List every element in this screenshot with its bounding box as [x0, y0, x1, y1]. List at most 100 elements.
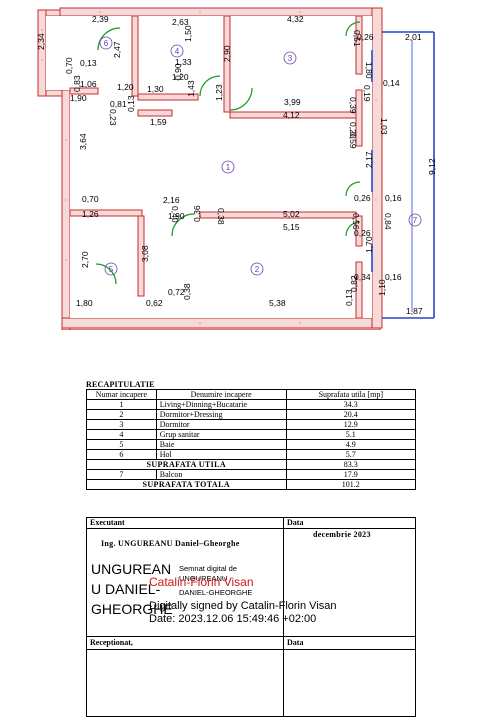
- dimension-label: 0,26: [357, 32, 374, 42]
- cell-num: 6: [86, 449, 157, 460]
- dimension-label: 0,34: [354, 272, 371, 282]
- cell-num: 3: [86, 419, 157, 430]
- sig-line-1: UNGUREAN: [91, 561, 172, 577]
- room-marker-5: [104, 262, 118, 276]
- sb-divider-vertical: [283, 518, 284, 716]
- cell-area: 12.9: [285, 419, 417, 430]
- dimension-label: 0,70: [64, 57, 74, 74]
- wall-right-inner3: [355, 215, 363, 247]
- dimension-label: 0,26: [354, 193, 371, 203]
- util-label: SUPRAFATA UTILA: [86, 459, 287, 470]
- dimension-label: 5,15: [283, 222, 300, 232]
- dimension-label: 0,14: [383, 78, 400, 88]
- util-row: SUPRAFATA UTILA 83.3: [86, 459, 417, 470]
- sig-small-1: Semnat digital de: [179, 564, 237, 573]
- cell-area: 20.4: [285, 409, 417, 420]
- sig-red-name: Catalin-Florin Visan: [149, 575, 254, 589]
- dimension-label: 0,51: [352, 30, 362, 47]
- room-marker-6: [99, 36, 113, 50]
- dimension-label: 0,36: [192, 205, 202, 222]
- doors: [95, 21, 361, 285]
- dimension-label: 5,38: [269, 298, 286, 308]
- dimension-label: 2,39: [92, 14, 109, 24]
- dimension-label: 0,19: [362, 85, 372, 102]
- balcon-name: Balcon: [155, 469, 287, 480]
- dimension-label: 0,70: [82, 194, 99, 204]
- room-marker-7: [408, 213, 422, 227]
- sig-line-2: U DANIEL-: [91, 581, 161, 597]
- dimension-label: 1,43: [186, 80, 196, 97]
- total-value: 101.2: [285, 479, 417, 490]
- dimension-label: 2,34: [36, 33, 46, 50]
- dimension-label: 3,64: [78, 133, 88, 150]
- dimension-label: 0,13: [344, 289, 354, 306]
- dimension-label: 5,02: [283, 209, 300, 219]
- header-name: Denumire incapere: [155, 389, 287, 400]
- room-number: 6: [104, 39, 109, 48]
- sig-digital-line-2: Date: 2023.12.06 15:49:46 +02:00: [149, 613, 317, 625]
- room-marker-3: [283, 51, 297, 65]
- dimension-label: 0,26: [354, 228, 371, 238]
- dimension-label: 0,62: [146, 298, 163, 308]
- dimension-label: 0,13: [126, 95, 136, 112]
- dimension-label: 1,80: [364, 62, 374, 79]
- dimension-label: 1,10: [377, 279, 387, 296]
- door-bedroom2: [345, 221, 361, 237]
- wall-hol-gs: [131, 15, 139, 97]
- data-label-2: Data: [287, 638, 304, 647]
- dimension-label: 1,90: [70, 93, 87, 103]
- data-label: Data: [287, 518, 304, 527]
- windows: [371, 31, 435, 319]
- stipple: [41, 11, 377, 324]
- total-row: SUPRAFATA TOTALA 101.2: [86, 479, 417, 490]
- engineer-name: Ing. UNGUREANU Daniel–Gheorghe: [101, 539, 240, 548]
- dimension-label: 4,32: [287, 14, 304, 24]
- util-value: 83.3: [285, 459, 417, 470]
- cell-area: 34.3: [285, 399, 417, 410]
- dimension-label: 1,87: [406, 306, 423, 316]
- door-hol: [97, 27, 121, 51]
- dimension-label: 1,90: [168, 211, 185, 221]
- wall-bath-right: [137, 215, 145, 297]
- door-gs: [199, 75, 221, 97]
- dimension-label: 2,90: [222, 45, 232, 62]
- wall-gs-dorm: [223, 15, 231, 113]
- wall-mid-upper: [137, 109, 173, 117]
- sb-divider-mid: [87, 636, 415, 637]
- dimension-label: 0,56: [351, 213, 361, 230]
- recap-table: Numar incapere Denumire incapere Suprafa…: [86, 389, 417, 490]
- dimension-label: 1,26: [82, 209, 99, 219]
- dimension-label: 2,01: [405, 32, 422, 42]
- cell-area: 5.1: [285, 429, 417, 440]
- dimension-label: 1,23: [214, 84, 224, 101]
- dimension-label: 2,47: [112, 41, 122, 58]
- walls: [37, 7, 383, 330]
- balcon-num: 7: [86, 469, 157, 480]
- dimension-label: 1,33: [175, 57, 192, 67]
- wall-hol-bottom: [69, 87, 99, 95]
- cell-name: Baie: [155, 439, 287, 450]
- door-bathroom5: [95, 263, 117, 285]
- dimension-label: 9,12: [427, 158, 437, 175]
- dimension-label: 0,16: [385, 193, 402, 203]
- date-value: decembrie 2023: [313, 530, 371, 539]
- dimension-label: 1,80: [76, 298, 93, 308]
- dimension-label: 0,82: [349, 275, 359, 292]
- door-living-balcony: [345, 181, 361, 197]
- room-number: 7: [413, 216, 418, 225]
- dimension-label: 2,63: [172, 17, 189, 27]
- cell-area: 5.7: [285, 449, 417, 460]
- dimension-label: 4,12: [283, 110, 300, 120]
- dimension-label: 0,16: [385, 272, 402, 282]
- dimension-label: 0,81: [110, 99, 127, 109]
- cell-name: Living+Dinning+Bucatarie: [155, 399, 287, 410]
- dimension-label: 2,17: [364, 151, 374, 168]
- header-area: Suprafata utila [mp]: [285, 389, 417, 400]
